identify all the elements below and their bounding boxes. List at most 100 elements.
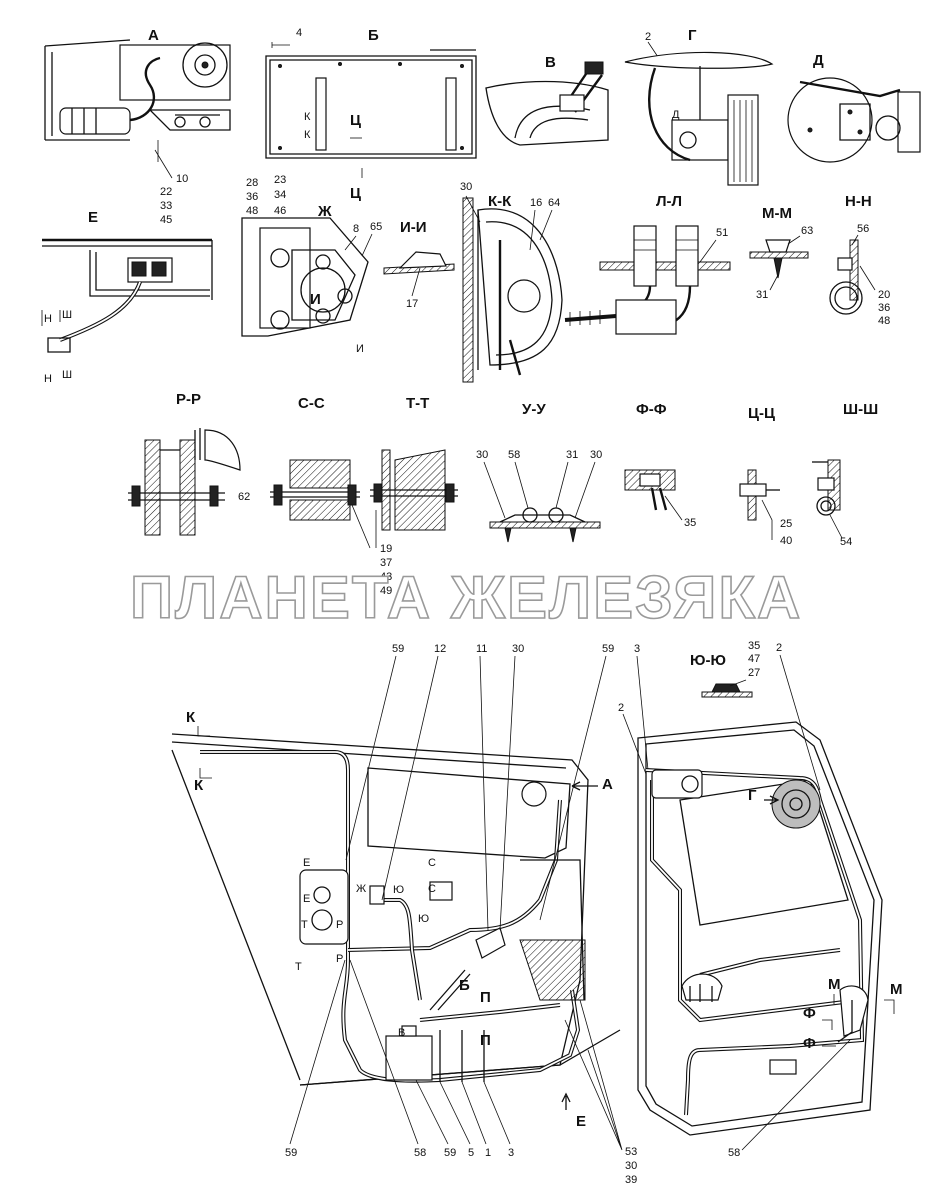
mark-ts-b2: Ц [350, 185, 361, 202]
section-s-s: С-С [270, 395, 360, 521]
ref-17: 17 [406, 298, 418, 310]
ref-10-a: 10 [176, 173, 188, 185]
ref-59-bot1: 59 [285, 1147, 297, 1159]
ref-1: 1 [485, 1147, 491, 1159]
mark-k-main1: К [186, 709, 196, 726]
ref-53: 53 [625, 1146, 637, 1158]
ref-62: 62 [238, 491, 250, 503]
section-label-n-n: Н-Н [845, 193, 872, 210]
ref-58-uu: 58 [508, 449, 520, 461]
mark-m-right1: М [828, 976, 841, 993]
ref-22-a: 22 [160, 186, 172, 198]
ref-31-uu: 31 [566, 449, 578, 461]
ref-11: 11 [476, 643, 487, 655]
mark-d-g: Д [672, 109, 680, 121]
mark-sh-e1: Ш [62, 309, 72, 321]
mark-s-main2: С [428, 883, 436, 895]
mark-e-main3: Е [576, 1113, 586, 1130]
section-label-s-s: С-С [298, 395, 325, 412]
mark-e-main2: Е [303, 893, 310, 905]
ref-46-zh: 46 [274, 205, 286, 217]
ref-63: 63 [801, 225, 813, 237]
main-cab-left-view: К К А Е Е Т Р Т Р Ж С С Ю Ю Б П П В Е 59… [171, 643, 649, 1186]
ref-56: 56 [857, 223, 869, 235]
ref-45-a: 45 [160, 214, 172, 226]
ref-28-zh: 28 [246, 177, 258, 189]
ref-5: 5 [468, 1147, 474, 1159]
section-label-v: В [545, 54, 556, 71]
section-r-r: Р-Р 62 [128, 391, 250, 536]
section-k-k: К-К 30 16 64 [460, 181, 563, 383]
ref-30-top: 30 [512, 643, 524, 655]
ref-36-nn: 36 [878, 302, 890, 314]
ref-2-right2: 2 [776, 642, 782, 654]
ref-49: 49 [380, 585, 392, 597]
mark-t-main1: Т [301, 919, 308, 931]
ref-12: 12 [434, 643, 446, 655]
mark-sh-e2: Ш [62, 369, 72, 381]
section-label-g: Г [688, 27, 697, 44]
ref-34-zh: 34 [274, 189, 286, 201]
ref-31-mm: 31 [756, 289, 768, 301]
mark-n-e2: Н [44, 373, 52, 385]
ref-54: 54 [840, 536, 852, 548]
section-u-u: У-У 30 58 31 30 [476, 401, 602, 543]
watermark-text: ПЛАНЕТА ЖЕЛЕЗЯКА [130, 564, 802, 631]
ref-20-nn: 20 [878, 289, 890, 301]
mark-r-main2: Р [336, 953, 343, 965]
mark-i-zh1: И [310, 291, 321, 308]
view-d: Д [787, 52, 921, 163]
section-label-d: Д [813, 52, 824, 69]
ref-8-zh: 8 [353, 223, 359, 235]
mark-k-main2: К [194, 777, 204, 794]
section-label-zh: Ж [317, 203, 332, 220]
mark-yu-main2: Ю [418, 913, 429, 925]
mark-s-main1: С [428, 857, 436, 869]
mark-v-main: В [398, 1027, 405, 1039]
ref-2-g: 2 [645, 31, 651, 43]
mark-yu-main1: Ю [393, 884, 404, 896]
section-f-f: Ф-Ф 35 [624, 401, 696, 529]
main-cab-right-view: 2 2 Г М М Ф Ф 58 [618, 642, 903, 1159]
mark-n-e1: Н [44, 313, 52, 325]
view-v: В [485, 54, 609, 146]
mark-b-main: Б [459, 977, 470, 994]
mark-e-main1: Е [303, 857, 310, 869]
ref-3-bot: 3 [508, 1147, 514, 1159]
ref-30-bot: 30 [625, 1160, 637, 1172]
section-label-l-l: Л-Л [656, 193, 682, 210]
section-label-k-k: К-К [488, 193, 512, 210]
section-label-yu-yu: Ю-Ю [690, 652, 726, 669]
mark-p-main2: П [480, 1032, 491, 1049]
section-label-ts-ts: Ц-Ц [748, 405, 775, 422]
ref-58-right: 58 [728, 1147, 740, 1159]
mark-i-zh2: И [356, 343, 364, 355]
mark-a-main: А [602, 776, 613, 793]
ref-23-zh: 23 [274, 174, 286, 186]
view-a: А 10 22 33 45 [44, 27, 231, 226]
mark-zh-main: Ж [356, 883, 366, 895]
ref-4-b: 4 [296, 27, 302, 39]
section-i-i: И-И 17 [383, 219, 455, 310]
ref-48-zh: 48 [246, 205, 258, 217]
mark-r-main1: Р [336, 919, 343, 931]
ref-35-yu: 35 [748, 640, 760, 652]
mark-p-main1: П [480, 989, 491, 1006]
ref-35-ff: 35 [684, 517, 696, 529]
section-m-m: М-М 63 31 [749, 205, 813, 301]
view-e: Е Н Ш Н Ш [41, 209, 213, 385]
ref-59-top2: 59 [602, 643, 614, 655]
mark-g-right: Г [748, 787, 757, 804]
section-ts-ts: Ц-Ц 25 40 [739, 405, 792, 547]
ref-2-right1: 2 [618, 702, 624, 714]
ref-51: 51 [716, 227, 728, 239]
section-label-u-u: У-У [522, 401, 546, 418]
ref-65-zh: 65 [370, 221, 382, 233]
section-label-b: Б [368, 27, 379, 44]
section-label-e: Е [88, 209, 98, 226]
ref-3-top: 3 [634, 643, 640, 655]
ref-37: 37 [380, 557, 392, 569]
ref-30-uu1: 30 [476, 449, 488, 461]
mark-k-b1: К [304, 111, 311, 123]
